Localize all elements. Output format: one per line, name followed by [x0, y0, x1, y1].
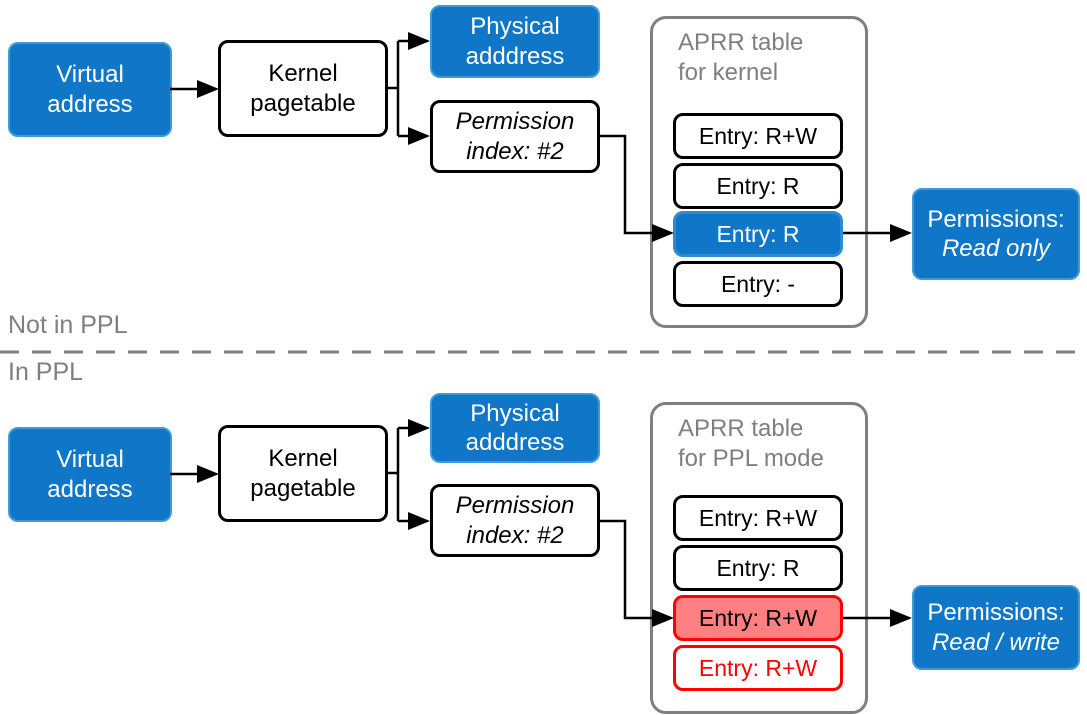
permission-index-box-bottom: Permission index: #2 — [430, 484, 600, 557]
physical-address-box-top: Physical adddress — [430, 5, 600, 78]
permissions-value-bottom: Read / write — [931, 628, 1061, 656]
virtual-address-box-bottom: Virtual address — [8, 427, 172, 522]
aprr-entry-kernel-0: Entry: R+W — [673, 113, 843, 159]
permissions-box-bottom: Permissions: Read / write — [912, 585, 1080, 670]
permissions-value-top: Read only — [941, 235, 1051, 262]
virtual-address-box-top: Virtual address — [8, 42, 172, 137]
permissions-box-top: Permissions: Read only — [912, 188, 1080, 280]
aprr-table-ppl-title: APRR table for PPL mode — [678, 415, 824, 472]
zone-label-not-in-ppl: Not in PPL — [8, 311, 128, 339]
kernel-pagetable-box-bottom: Kernel pagetable — [218, 425, 388, 522]
permissions-title-top: Permissions: — [927, 205, 1065, 233]
aprr-entry-kernel-1: Entry: R — [673, 163, 843, 209]
aprr-entry-ppl-3-red: Entry: R+W — [673, 645, 843, 691]
permission-index-box-top: Permission index: #2 — [430, 100, 600, 173]
aprr-entry-ppl-0: Entry: R+W — [673, 495, 843, 541]
aprr-entry-kernel-2-selected: Entry: R — [673, 211, 843, 257]
aprr-entry-ppl-1: Entry: R — [673, 545, 843, 591]
zone-label-in-ppl: In PPL — [8, 358, 84, 386]
aprr-table-kernel-title: APRR table for kernel — [678, 29, 804, 86]
permissions-title-bottom: Permissions: — [927, 599, 1065, 627]
physical-address-box-bottom: Physical adddress — [430, 393, 600, 463]
aprr-entry-kernel-3: Entry: - — [673, 261, 843, 307]
kernel-pagetable-box-top: Kernel pagetable — [218, 40, 388, 137]
aprr-entry-ppl-2-selected: Entry: R+W — [673, 595, 843, 641]
